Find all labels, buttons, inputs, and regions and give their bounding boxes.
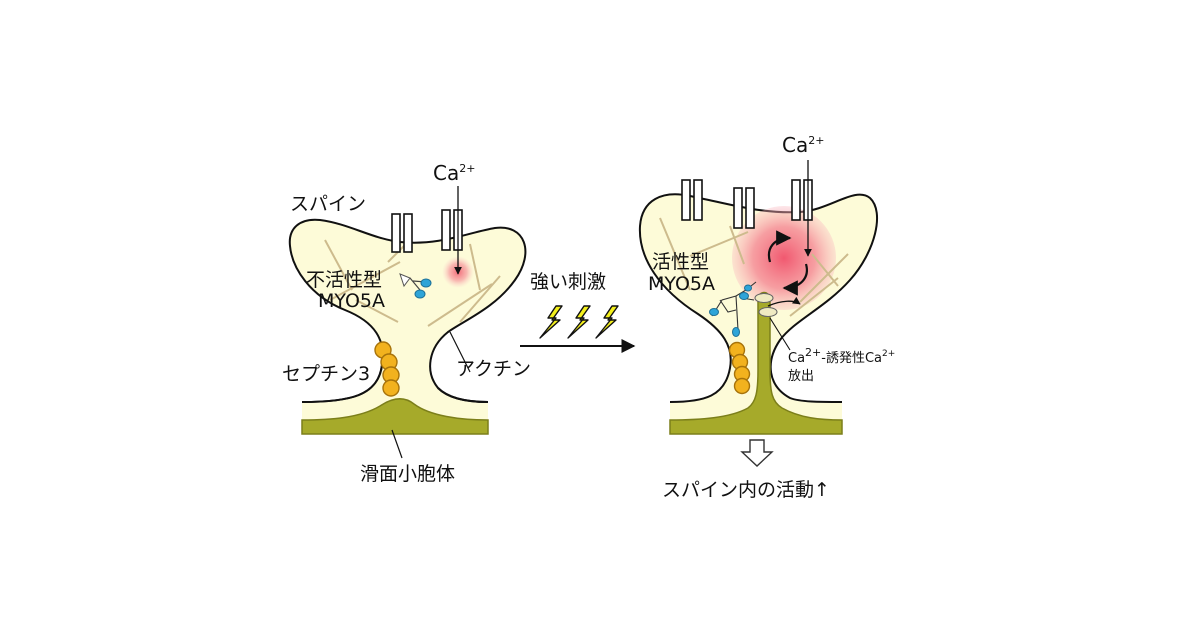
left-myo5a-label: MYO5A [318, 290, 385, 312]
right-er [669, 291, 843, 435]
right-actin-filaments [659, 217, 849, 317]
left-er [301, 398, 489, 435]
right-panel: Ca2+ 活性型 MYO5A Ca2+-誘発性Ca2+ 放出 スパイン内の活動↑ [638, 133, 895, 501]
down-arrow-icon [740, 439, 774, 467]
right-calcium-glow [732, 206, 836, 310]
stimulus-label: 強い刺激 [530, 271, 606, 293]
cicr-label: Ca2+-誘発性Ca2+ [788, 346, 895, 366]
right-myo5a-label: MYO5A [648, 273, 715, 295]
left-channel-1 [391, 213, 413, 253]
right-channel-1 [681, 179, 703, 221]
cicr-label-line2: 放出 [788, 369, 814, 384]
lightning-icon-1 [539, 305, 563, 339]
left-actin-label: アクチン [456, 358, 531, 380]
result-label: スパイン内の活動↑ [662, 479, 830, 501]
lightning-icons [539, 305, 619, 339]
left-myo5a-icon [399, 273, 432, 299]
lightning-icon-3 [595, 305, 619, 339]
left-er-label: 滑面小胞体 [360, 463, 455, 485]
lightning-icon-2 [567, 305, 591, 339]
left-panel: スパイン Ca2+ 不活性型 MYO5A アクチン セプチン3 滑面小胞体 [282, 161, 531, 485]
right-active-label: 活性型 [652, 251, 709, 273]
right-channel-2 [733, 187, 755, 229]
left-spine-label: スパイン [290, 193, 366, 215]
left-septin-ring [374, 341, 400, 397]
right-septin-ring [728, 341, 751, 395]
cycle-arrows-icon [767, 230, 808, 296]
left-septin-label: セプチン3 [282, 363, 370, 385]
left-ca-label: Ca2+ [433, 161, 475, 185]
middle-stimulus: 強い刺激 [520, 271, 636, 353]
left-inactive-label: 不活性型 [306, 269, 382, 291]
right-er-vesicles [754, 292, 778, 318]
right-ca-label: Ca2+ [782, 133, 824, 157]
